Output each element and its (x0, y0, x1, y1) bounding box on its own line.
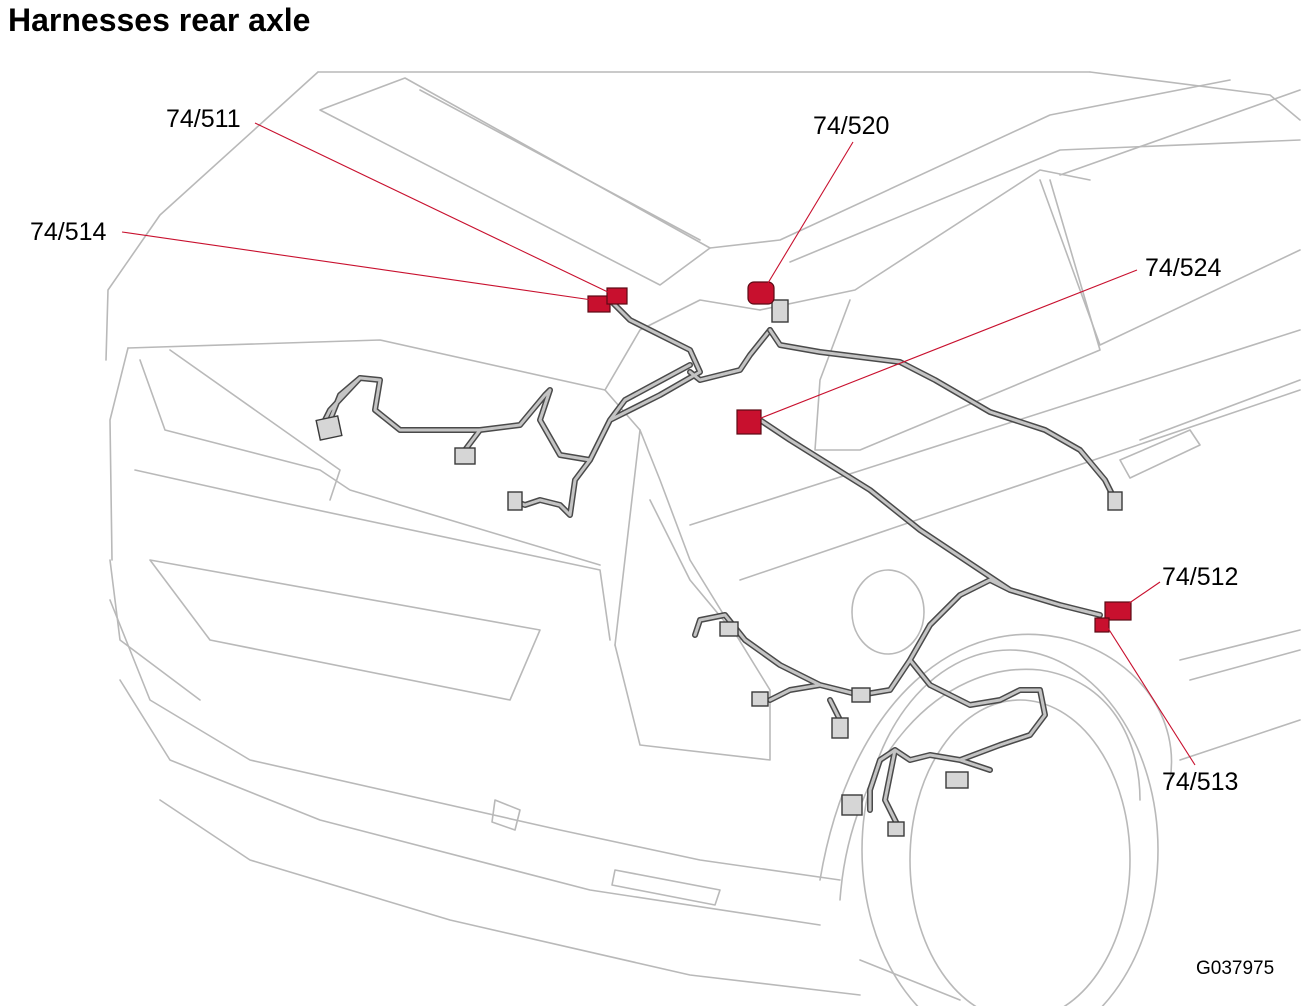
tailgate-crease (134, 469, 611, 641)
bumper-mid (119, 679, 821, 926)
fuel-cap (851, 569, 925, 655)
highlighted-connectors (587, 281, 1132, 633)
quarter-window (814, 179, 1101, 451)
tail-light-top (604, 299, 761, 391)
body-crease-lower (739, 389, 1301, 581)
wheel-arch (819, 633, 1173, 881)
roof-rail (709, 79, 1231, 249)
wheel-harness (692, 417, 1103, 837)
licence-plate-recess (149, 559, 541, 701)
tailgate-left (109, 347, 129, 561)
leader-74-513 (1107, 627, 1196, 766)
diagram-title: Harnesses rear axle (8, 2, 311, 38)
plug-tailgate-low (507, 491, 523, 511)
bumper-top (109, 599, 841, 881)
callout-74-513: 74/513 (1162, 768, 1238, 796)
tail-light-body (614, 429, 771, 761)
reflector (611, 869, 721, 906)
vehicle-body-outline (105, 71, 1301, 1006)
c-pillar (759, 169, 1091, 311)
leader-74-514 (121, 231, 593, 301)
body-crease-upper (689, 329, 1301, 526)
plug-wheel-b (751, 691, 769, 707)
lower-arch (859, 959, 961, 1001)
leader-lines (121, 122, 1196, 766)
rear-rim (909, 699, 1131, 1006)
plug-tailgate-left (315, 415, 343, 441)
rear-wiper (169, 349, 341, 501)
callout-74-512: 74/512 (1162, 563, 1238, 591)
connector-74-524 (736, 409, 762, 435)
callout-74-520: 74/520 (813, 112, 889, 140)
plug-wheel-a (719, 621, 739, 637)
door-line (1139, 379, 1301, 441)
wheel-arch-inner (839, 668, 1141, 901)
leader-74-524 (755, 269, 1138, 421)
tail-light-inner (649, 499, 741, 641)
door-top (1059, 89, 1301, 176)
wiring-harnesses (315, 297, 1123, 837)
connector-74-520 (747, 281, 775, 305)
connector-74-511 (606, 287, 628, 305)
callout-74-524: 74/524 (1145, 254, 1222, 282)
tow-cover (491, 799, 521, 831)
plug-wheel-f (887, 821, 905, 837)
plug-wheel-e (945, 771, 969, 789)
rear-tyre (861, 649, 1159, 1006)
connector-74-513 (1094, 617, 1110, 633)
callout-74-514: 74/514 (30, 218, 107, 246)
leader-74-512 (1124, 581, 1161, 607)
plug-wheel-c (831, 717, 849, 739)
door-handle (1119, 429, 1201, 479)
door-frame (1039, 179, 1301, 346)
figure-reference: G037975 (1196, 958, 1274, 979)
plug-door (1107, 491, 1123, 511)
side-harness (767, 327, 1123, 511)
leader-74-520 (764, 141, 854, 289)
roof-rail-lower (789, 139, 1301, 263)
roof-right-edge (1089, 71, 1301, 121)
leader-74-511 (254, 122, 613, 295)
tailgate-top (127, 339, 641, 646)
sill-top (1179, 629, 1301, 661)
bumper-bottom (159, 799, 861, 996)
rear-window-inner (419, 89, 701, 241)
plug-tailgate-mid (454, 447, 476, 465)
roof-left-edge (105, 71, 319, 361)
connector-74-512 (1104, 601, 1132, 621)
plug-upper-junction (771, 299, 789, 323)
sill-bottom (1189, 649, 1301, 681)
tailgate-harness (315, 297, 789, 518)
callout-labels: 74/511 74/514 74/520 74/524 74/512 74/51… (30, 105, 1274, 979)
rear-window (319, 77, 711, 286)
tailgate-mid (139, 359, 601, 566)
tailgate-lower-left (109, 559, 201, 701)
callout-74-511: 74/511 (166, 105, 241, 133)
plug-abs-sensor (841, 794, 863, 816)
plug-wheel-d (851, 687, 871, 703)
rocker-panel (1179, 719, 1301, 761)
